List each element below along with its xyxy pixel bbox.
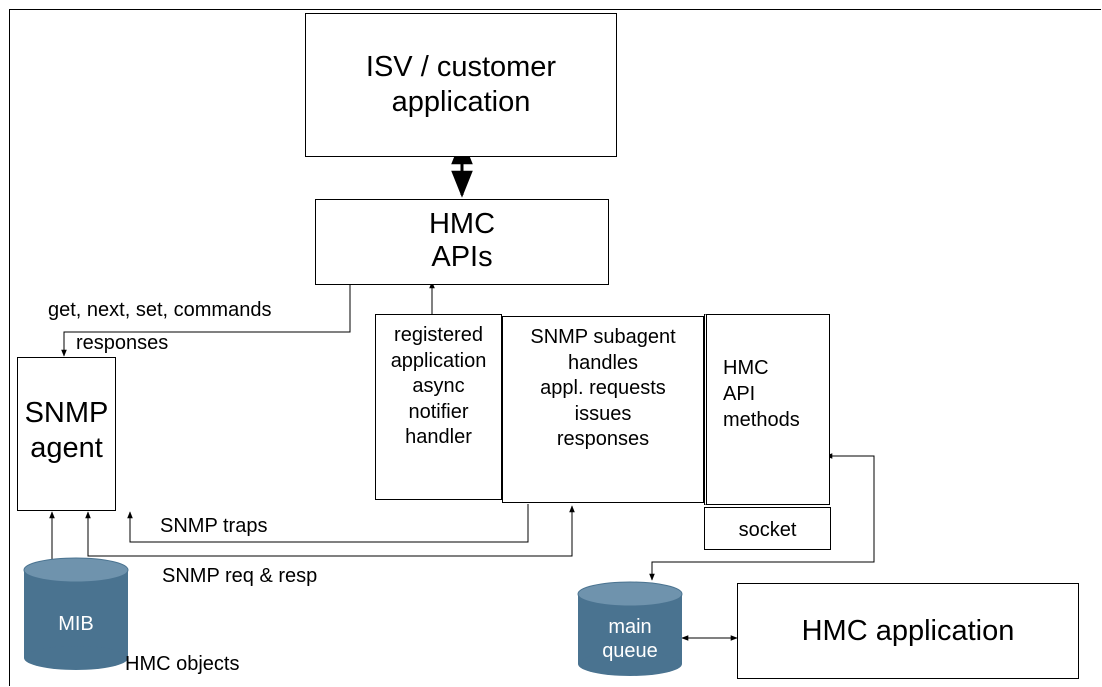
mib-cylinder-shape [23, 557, 129, 670]
subagent-line4: issues [574, 402, 632, 425]
main-queue-cylinder-shape [577, 581, 683, 676]
snmp-agent-box: SNMP agent [17, 357, 116, 511]
methods-line1: HMC [723, 357, 769, 379]
snmp-agent-line1: SNMP [24, 397, 109, 429]
mib-label: MIB [58, 613, 94, 635]
get-next-set-label: get, next, set, commands [48, 299, 272, 321]
hmc-application-box: HMC application [737, 583, 1079, 679]
methods-queue-connector [649, 453, 875, 581]
subagent-line1: SNMP subagent [530, 326, 676, 348]
snmp-agent-line2: agent [30, 431, 103, 464]
hmc-application-label: HMC application [801, 615, 1015, 647]
isv-application-box: ISV / customer application [305, 13, 617, 157]
snmp-traps-connector [127, 504, 529, 543]
main-queue-label: main queue [578, 615, 682, 663]
socket-label: socket [738, 519, 797, 541]
agent-apis-connector [61, 271, 353, 357]
hmc-apis-box: HMC APIs [315, 199, 609, 285]
main-queue-line1: main [608, 616, 652, 638]
notifier-line2: application [390, 349, 487, 372]
isv-line1: ISV / customer [365, 51, 557, 83]
snmp-subagent-box: SNMP subagent handles appl. requests iss… [502, 316, 704, 503]
subagent-line5: responses [556, 428, 650, 451]
notifier-line3: async [412, 375, 465, 398]
subagent-line3: appl. requests [540, 377, 666, 400]
snmp-req-resp-label: SNMP req & resp [162, 565, 318, 587]
notifier-line4: notifier [408, 400, 469, 423]
hmc-objects-label: HMC objects [125, 653, 240, 675]
snmp-traps-label: SNMP traps [160, 515, 268, 537]
async-notifier-box: registered application async notifier ha… [375, 314, 502, 500]
subagent-line2: handles [567, 351, 639, 374]
api-methods-box: HMC API methods [704, 314, 830, 505]
notifier-line5: handler [405, 426, 472, 449]
socket-box: socket [704, 507, 831, 550]
hmc-apis-line1: HMC [428, 208, 496, 240]
methods-line3: methods [723, 409, 800, 431]
methods-line2: API [723, 383, 756, 405]
isv-line2: application [391, 85, 531, 118]
notifier-line1: registered [394, 324, 483, 346]
hmc-apis-line2: APIs [431, 241, 493, 274]
responses-label: responses [76, 332, 169, 354]
main-queue-line2: queue [602, 640, 658, 662]
snmp-req-resp-connector [85, 505, 575, 557]
